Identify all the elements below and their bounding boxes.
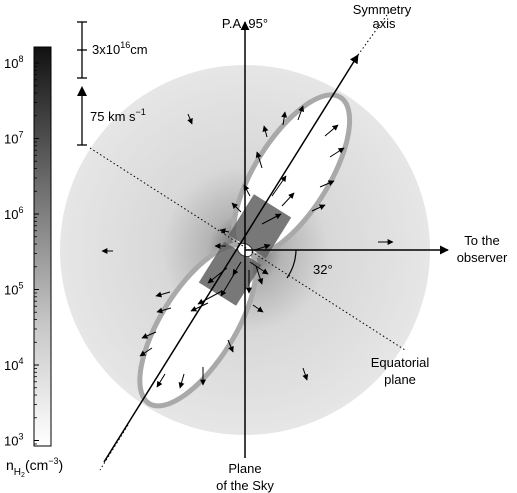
colorbar-tick-label: 107 [4, 130, 23, 147]
equatorial-plane-label: Equatorial [371, 355, 430, 370]
velocity-scale-label: 75 km s−1 [90, 107, 146, 124]
lower-dense-shell [198, 241, 262, 306]
colorbar-tick-label: 106 [4, 205, 23, 222]
length-scale-bar [77, 21, 87, 79]
symmetry-axis-line [103, 54, 359, 463]
plane-of-sky-label-2: of the Sky [216, 478, 274, 493]
inclination-angle-arc [286, 249, 297, 279]
velocity-vectors [101, 105, 394, 389]
symmetry-axis-label: Symmetry [353, 2, 412, 17]
outflow-lobes [137, 92, 353, 409]
equatorial-plane-label-2: plane [384, 372, 416, 387]
symmetry-axis-extension-lower [99, 424, 129, 471]
velocity-scale-bar [77, 86, 87, 146]
plane-of-sky-label: Plane [228, 461, 261, 476]
length-scale-label: 3x1016cm [92, 40, 148, 57]
observer-label-2: observer [457, 250, 508, 265]
colorbar-tick-label: 108 [4, 54, 23, 71]
upper-dense-shell [228, 194, 292, 259]
colorbar-tick-label: 104 [4, 356, 23, 373]
colorbar-tick-label: 103 [4, 432, 23, 449]
angle-label: 32° [313, 262, 333, 277]
observer-label: To the [464, 233, 499, 248]
symmetry-axis-label-2: axis [372, 16, 396, 31]
symmetry-axis-extension-upper [357, 7, 393, 56]
colorbar-tick-label: 105 [4, 281, 23, 298]
density-colorbar [33, 46, 52, 447]
colorbar-ticks: 108 107 106 105 104 103 [4, 54, 39, 449]
pa-label: P.A. 95° [222, 16, 268, 31]
colorbar-label: nH2(cm−3) [6, 456, 63, 479]
